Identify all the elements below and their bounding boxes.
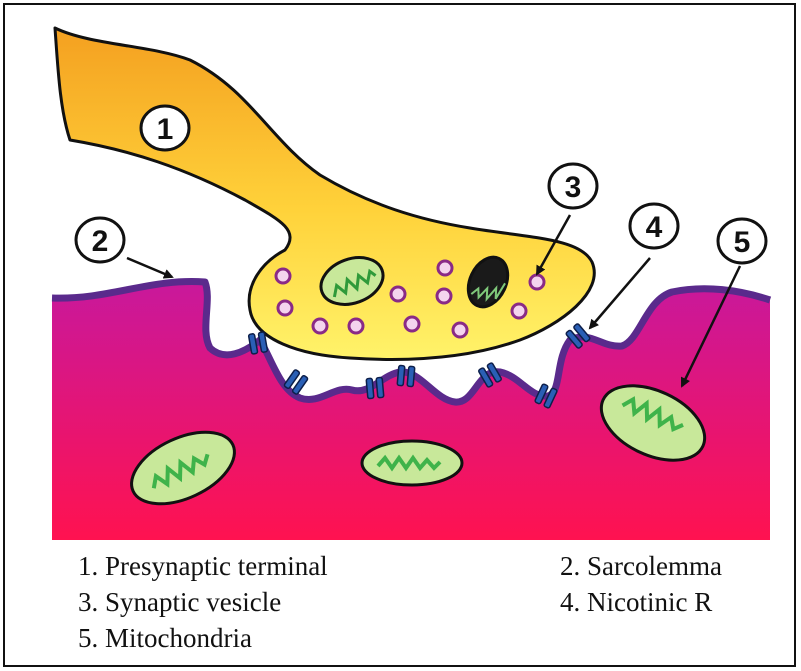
synaptic-vesicle: [437, 289, 451, 303]
synaptic-vesicle: [512, 304, 526, 318]
svg-text:5: 5: [734, 226, 751, 259]
synaptic-vesicle: [405, 317, 419, 331]
arrow-sarcolemma: [127, 258, 172, 277]
synaptic-vesicle: [438, 261, 452, 275]
arrow-nicotinic-receptor: [590, 258, 650, 328]
callout-4: 4: [630, 204, 678, 248]
callout-3: 3: [549, 164, 597, 208]
synaptic-vesicle: [276, 269, 290, 283]
synaptic-vesicle: [453, 323, 467, 337]
legend-right-column: 2. Sarcolemma 4. Nicotinic R: [560, 548, 722, 620]
svg-text:2: 2: [92, 225, 109, 258]
callout-2: 2: [76, 218, 124, 262]
legend-item-sarcolemma: 2. Sarcolemma: [560, 548, 722, 584]
callout-5: 5: [718, 219, 766, 263]
synaptic-vesicle: [391, 287, 405, 301]
legend-item-presynaptic-terminal: 1. Presynaptic terminal: [78, 548, 328, 584]
legend-item-mitochondria: 5. Mitochondria: [78, 620, 328, 656]
legend-left-column: 1. Presynaptic terminal 3. Synaptic vesi…: [78, 548, 328, 656]
svg-text:1: 1: [157, 113, 174, 146]
callout-1: 1: [141, 106, 189, 150]
muscle-mitochondrion: [362, 441, 462, 485]
synaptic-vesicle: [278, 301, 292, 315]
legend-item-synaptic-vesicle: 3. Synaptic vesicle: [78, 584, 328, 620]
synaptic-vesicle: [349, 319, 363, 333]
synaptic-vesicle: [313, 319, 327, 333]
svg-text:4: 4: [646, 211, 663, 244]
synaptic-vesicle: [530, 275, 544, 289]
legend-item-nicotinic-receptor: 4. Nicotinic R: [560, 584, 722, 620]
svg-text:3: 3: [565, 171, 582, 204]
